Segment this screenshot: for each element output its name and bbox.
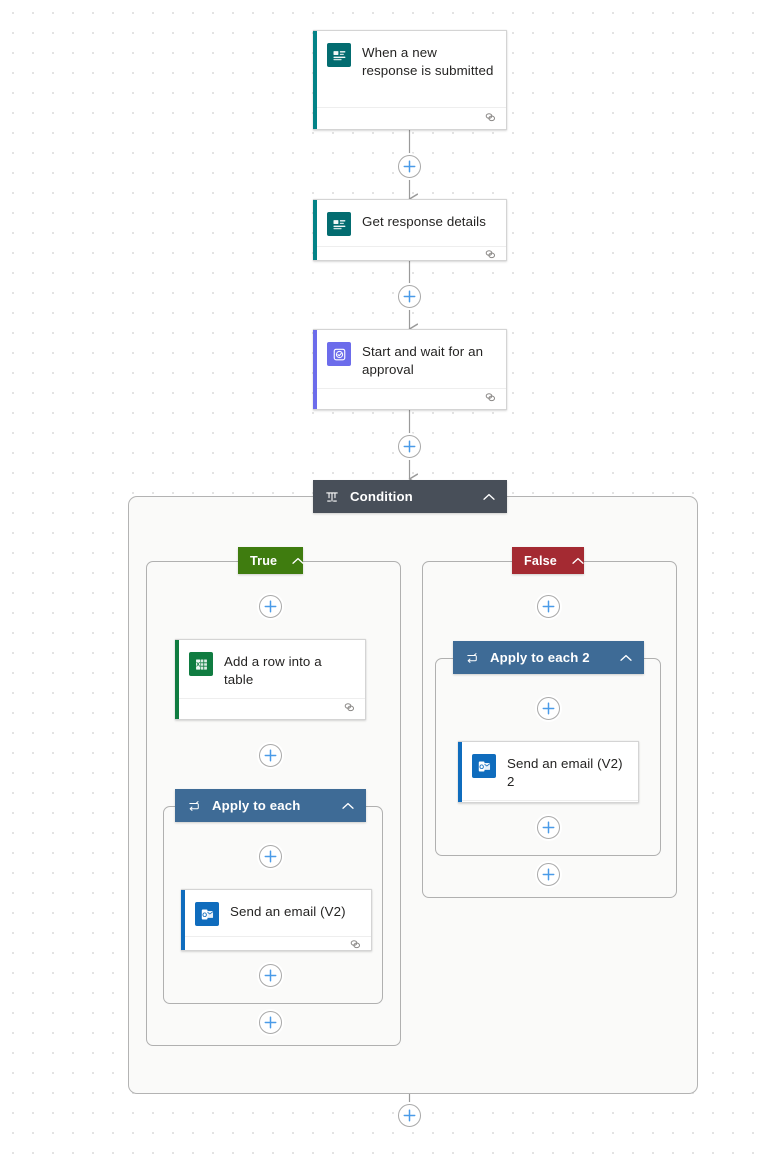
insert-step-button[interactable] [259,1011,282,1034]
condition-header[interactable]: Condition [313,480,507,513]
branch-label-true: True [250,553,278,568]
card-accent-bar [181,890,185,950]
insert-step-button[interactable] [537,863,560,886]
svg-text:O: O [479,763,484,770]
insert-step-button[interactable] [537,697,560,720]
condition-label: Condition [350,489,413,504]
card-accent-bar [313,31,317,129]
foreach-icon [465,651,481,665]
microsoft-forms-icon [327,43,351,67]
insert-step-button[interactable] [259,845,282,868]
foreach-icon [187,799,203,813]
microsoft-forms-icon [327,212,351,236]
link-icon[interactable] [484,247,497,260]
chevron-up-icon[interactable] [619,654,633,662]
insert-step-button[interactable] [398,155,421,178]
card-footer [313,246,506,260]
apply-to-each-2-header[interactable]: Apply to each 2 [453,641,644,674]
action-card-add-a-row-into-a-table[interactable]: X Add a row into a table [175,639,366,720]
card-footer [458,800,638,802]
action-title: Add a row into a table [224,654,322,687]
card-accent-bar [313,200,317,260]
approvals-icon [327,342,351,366]
card-footer [313,107,506,129]
svg-text:O: O [202,911,207,918]
card-accent-bar [458,742,462,802]
action-card-send-an-email-v2-2[interactable]: O Send an email (V2) 2 [458,741,639,803]
apply-to-each-header[interactable]: Apply to each [175,789,366,822]
outlook-icon: O [195,902,219,926]
branch-header-true[interactable]: True [238,547,305,574]
chevron-up-icon[interactable] [291,557,305,565]
insert-step-button[interactable] [398,285,421,308]
insert-step-button[interactable] [537,595,560,618]
chevron-up-icon[interactable] [571,557,585,565]
action-card-start-and-wait-for-an-approval[interactable]: Start and wait for an approval [313,329,507,410]
action-title: Start and wait for an approval [362,344,484,377]
link-icon[interactable] [343,700,356,718]
svg-text:X: X [196,662,200,668]
insert-step-button[interactable] [259,964,282,987]
condition-icon [325,490,341,504]
insert-step-button[interactable] [398,435,421,458]
action-title: Send an email (V2) [230,904,346,919]
insert-step-button[interactable] [537,816,560,839]
card-accent-bar [313,330,317,409]
action-card-get-response-details[interactable]: Get response details [313,199,507,261]
insert-step-button[interactable] [259,744,282,767]
outlook-icon: O [472,754,496,778]
branch-header-false[interactable]: False [512,547,584,574]
chevron-up-icon[interactable] [482,493,496,501]
action-card-send-an-email-v2[interactable]: O Send an email (V2) [181,889,372,951]
card-footer [175,698,365,719]
action-title: Get response details [362,214,486,229]
branch-label-false: False [524,553,557,568]
card-footer [181,936,371,950]
chevron-up-icon[interactable] [341,802,355,810]
excel-icon: X [189,652,213,676]
trigger-card-when-a-new-response-is-submitted[interactable]: When a new response is submitted [313,30,507,130]
action-title: Send an email (V2) 2 [507,756,623,789]
link-icon[interactable] [484,110,497,128]
link-icon[interactable] [616,801,629,802]
link-icon[interactable] [484,390,497,408]
insert-step-button[interactable] [259,595,282,618]
apply-to-each-2-label: Apply to each 2 [490,650,590,665]
link-icon[interactable] [349,937,362,950]
card-accent-bar [175,640,179,719]
trigger-title: When a new response is submitted [362,45,494,78]
insert-step-button[interactable] [398,1104,421,1127]
apply-to-each-label: Apply to each [212,798,301,813]
card-footer [313,388,506,409]
